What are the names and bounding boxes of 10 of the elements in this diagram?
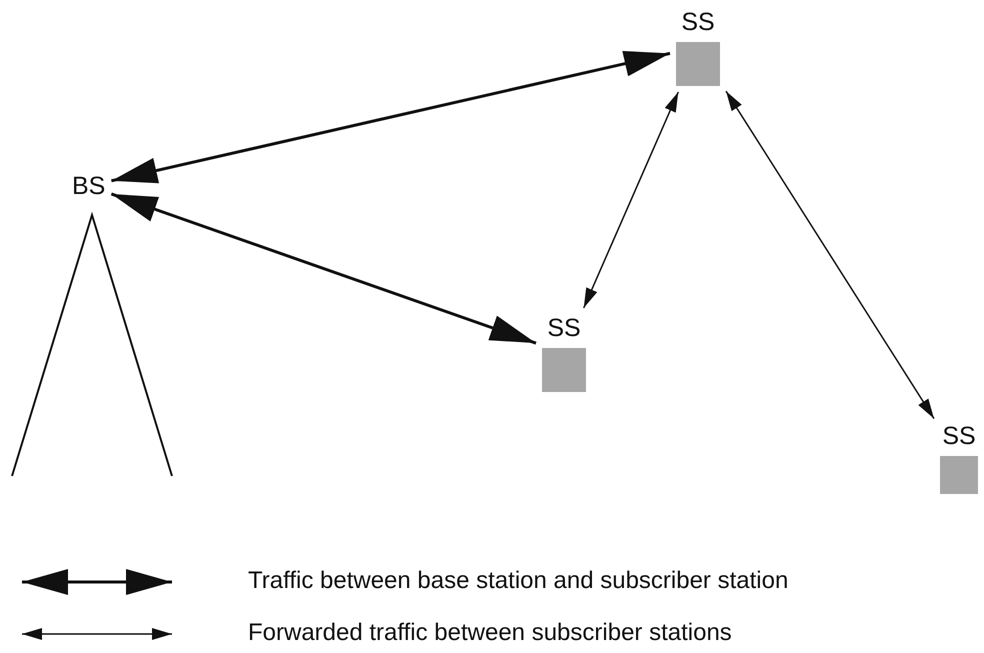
station-label: SS [942,422,976,450]
legend-text: Forwarded traffic between subscriber stations [248,619,732,647]
station-label: SS [681,8,715,36]
double-arrow [725,90,935,420]
double-arrow [110,192,536,345]
double-arrow [583,92,679,308]
station-label: BS [72,172,106,200]
station-label: SS [547,314,581,342]
double-arrow [111,50,670,184]
legend-text: Traffic between base station and subscriber station [248,567,788,595]
